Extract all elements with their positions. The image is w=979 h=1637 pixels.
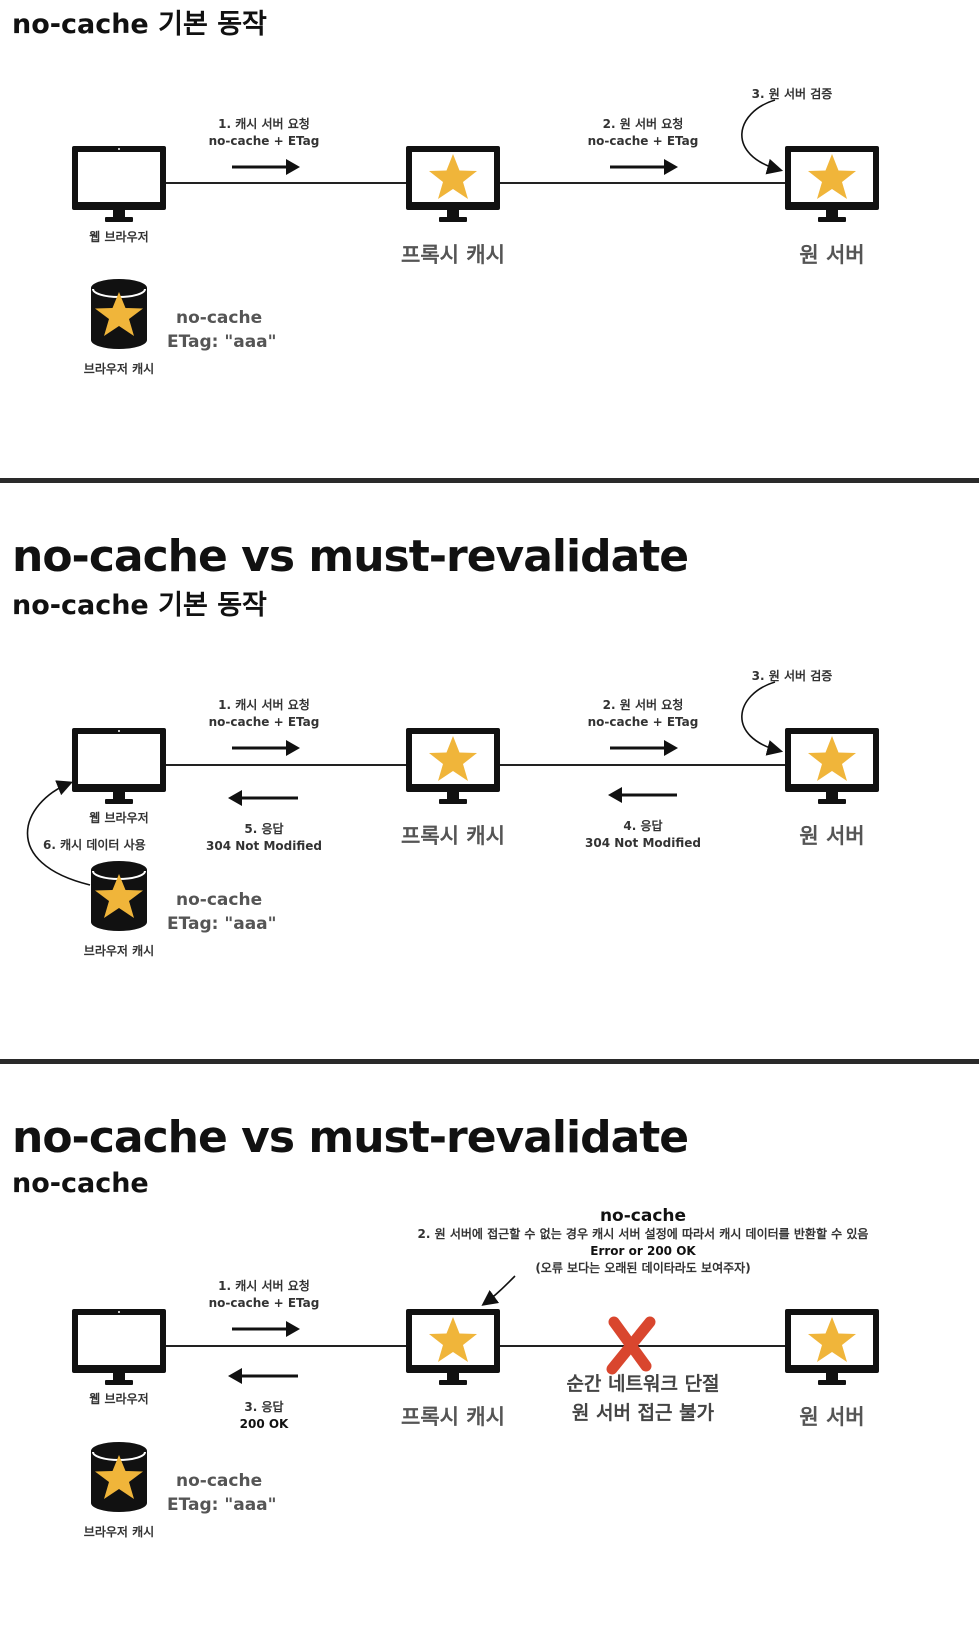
use-cache-curve-icon [26,780,91,886]
cache-label: 브라우저 캐시 [83,362,155,376]
panel-3-title: no-cache vs must-revalidate [12,1112,689,1163]
proxy-label: 프록시 캐시 [401,1405,505,1429]
response-arrow-3-icon [228,1368,298,1384]
panel-1-subtitle: no-cache 기본 동작 [12,9,267,40]
origin-monitor-icon [785,146,879,222]
use-cache-label: 6. 캐시 데이터 사용 [43,838,146,852]
panel-basic: no-cache 기본 동작 [0,0,979,480]
browser-cache-database-icon [90,860,148,932]
proxy-monitor-icon [406,728,500,804]
request-arrow-2-icon [610,159,678,175]
divider-2 [0,1059,979,1064]
origin-monitor-icon [785,728,879,804]
note-line-2: Error or 200 OK [590,1244,696,1258]
panel-no-cache-network-down: no-cache vs must-revalidate no-cache no-… [0,1064,979,1637]
panel-2-title: no-cache vs must-revalidate [12,531,689,582]
panel-1-diagram [72,99,879,350]
verify-curve-icon [741,681,784,756]
proxy-label: 프록시 캐시 [401,243,505,267]
verify-label: 3. 원 서버 검증 [751,669,833,683]
note-title: no-cache [599,1206,687,1226]
request-arrow-1-icon [232,1321,300,1337]
panel-must-revalidate-basic: no-cache vs must-revalidate no-cache 기본 … [0,483,979,1059]
cross-icon [606,1316,656,1375]
request-arrow-2-icon [610,740,678,756]
proxy-monitor-icon [406,146,500,222]
origin-monitor-icon [785,1309,879,1385]
browser-label: 웹 브라우저 [89,1392,149,1406]
cache-label: 브라우저 캐시 [83,944,155,958]
response-arrow-4-icon [608,787,677,803]
panel-3-subtitle: no-cache [12,1168,149,1199]
browser-label: 웹 브라우저 [89,230,149,244]
origin-label: 원 서버 [799,243,865,267]
origin-label: 원 서버 [799,1405,865,1429]
origin-label: 원 서버 [799,824,865,848]
panel-3-diagram [72,1275,879,1513]
browser-monitor-icon [72,146,166,222]
response-arrow-5-icon [228,790,298,806]
request-arrow-1-icon [232,159,300,175]
request-arrow-1-icon [232,740,300,756]
note-pointer-icon [481,1275,516,1306]
verify-label: 3. 원 서버 검증 [751,87,833,101]
proxy-monitor-icon [406,1309,500,1385]
note-line-3: (오류 보다는 오래된 데이타라도 보여주자) [535,1261,751,1275]
browser-cache-database-icon [90,1441,148,1513]
cache-label: 브라우저 캐시 [83,1525,155,1539]
panel-2-subtitle: no-cache 기본 동작 [12,590,267,621]
browser-label: 웹 브라우저 [89,811,149,825]
proxy-label: 프록시 캐시 [401,824,505,848]
browser-monitor-icon [72,728,166,804]
divider-1 [0,478,979,483]
note-block: no-cache 2. 원 서버에 접근할 수 없는 경우 캐시 서버 설정에 … [400,1206,886,1277]
note-line-1: 2. 원 서버에 접근할 수 없는 경우 캐시 서버 설정에 따라서 캐시 데이… [417,1227,869,1241]
browser-cache-database-icon [90,278,148,350]
verify-curve-icon [741,99,784,175]
panel-2-diagram [26,681,879,932]
browser-monitor-icon [72,1309,166,1385]
